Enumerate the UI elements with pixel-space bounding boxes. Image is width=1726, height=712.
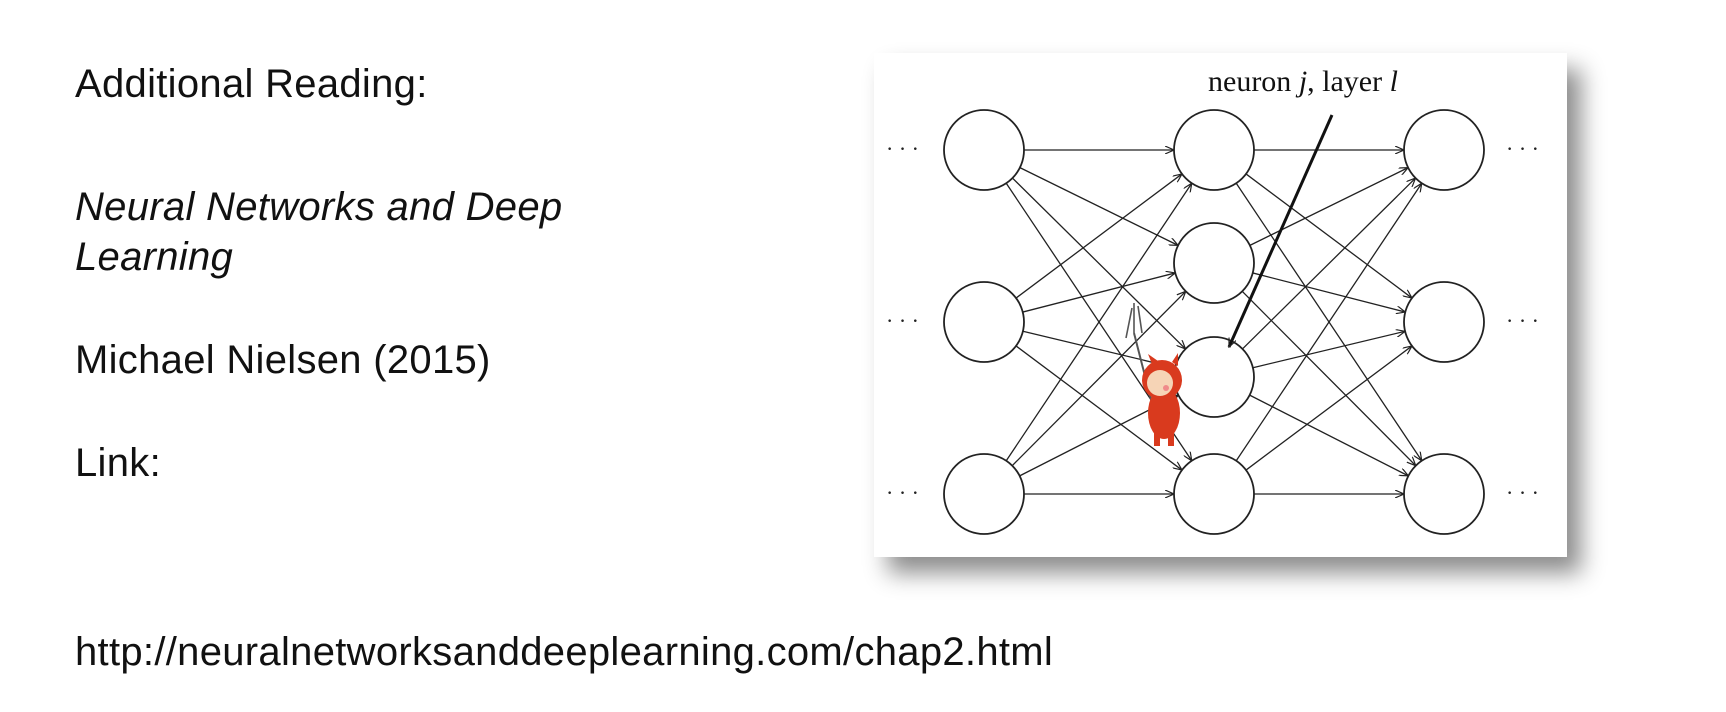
connection-edge bbox=[1019, 167, 1178, 246]
connection-edge bbox=[1011, 291, 1186, 467]
connection-edge bbox=[1252, 272, 1406, 312]
link-label: Link: bbox=[75, 441, 161, 485]
connection-edge bbox=[1249, 168, 1408, 246]
neuron bbox=[943, 453, 1025, 535]
connection-edge bbox=[1015, 174, 1182, 299]
connection-edge bbox=[1015, 345, 1182, 470]
neuron bbox=[1173, 453, 1255, 535]
connection-edge bbox=[1245, 346, 1412, 471]
neuron bbox=[943, 281, 1025, 363]
connection-edge bbox=[1022, 330, 1175, 367]
network-diagram: · · · · · · · · · · · · · · · · · · neuron j,… bbox=[874, 53, 1567, 557]
ellipsis-right: · · · bbox=[1506, 480, 1539, 505]
neuron bbox=[1403, 281, 1485, 363]
neuron bbox=[1403, 109, 1485, 191]
devil-figure bbox=[1125, 303, 1182, 446]
connection-edge bbox=[1005, 183, 1192, 462]
ellipsis-right: · · · bbox=[1506, 136, 1539, 161]
author: Michael Nielsen (2015) bbox=[75, 338, 491, 382]
highlighted-neuron bbox=[1173, 336, 1255, 418]
neuron bbox=[1173, 222, 1255, 304]
neuron-annotation: neuron j, layer l bbox=[1208, 65, 1398, 98]
connection-edge bbox=[1249, 394, 1409, 476]
connection-edge bbox=[1235, 183, 1422, 462]
neuron bbox=[943, 109, 1025, 191]
connection-edge bbox=[1012, 177, 1185, 349]
neuron bbox=[1173, 109, 1255, 191]
heading: Additional Reading: bbox=[75, 62, 428, 106]
book-title: Neural Networks and Deep Learning bbox=[75, 185, 563, 279]
network-svg: · · · · · · · · · · · · · · · · · · neuron j,… bbox=[886, 65, 1539, 535]
annotation-arrow bbox=[1227, 114, 1334, 347]
connection-edge bbox=[1242, 178, 1415, 350]
connection-edge bbox=[1245, 173, 1412, 298]
ellipsis-left: · · · bbox=[886, 136, 919, 161]
link-url[interactable]: http://neuralnetworksanddeeplearning.com… bbox=[75, 630, 1054, 674]
ellipsis-right: · · · bbox=[1506, 308, 1539, 333]
connection-edge bbox=[1022, 273, 1176, 313]
ellipsis-left: · · · bbox=[886, 308, 919, 333]
ellipsis-left: · · · bbox=[886, 480, 919, 505]
connection-edge bbox=[1241, 290, 1416, 465]
connection-edge bbox=[1252, 331, 1405, 369]
neuron bbox=[1403, 453, 1485, 535]
